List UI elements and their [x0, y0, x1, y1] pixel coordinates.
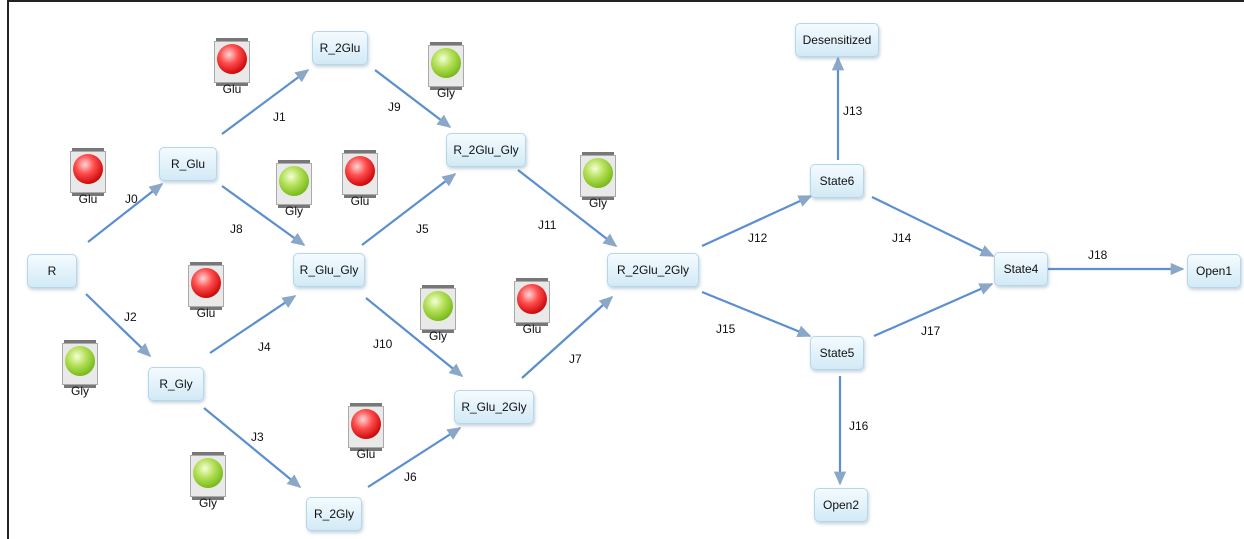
state-node-state6[interactable]: State6 [810, 164, 864, 198]
edge-label-j10: J10 [373, 337, 393, 351]
gly-ligand-marker[interactable]: Gly [418, 285, 458, 343]
ligand-label: Gly [199, 496, 217, 510]
gly-ligand-marker[interactable]: Gly [60, 340, 100, 398]
edge-j3[interactable] [203, 407, 302, 488]
edge-label-j8: J8 [230, 222, 243, 236]
ligand-label: Gly [589, 196, 607, 210]
glu-ligand-icon [70, 148, 106, 196]
state-node-r-2glu[interactable]: R_2Glu [312, 31, 368, 65]
edge-label-j4: J4 [258, 340, 271, 354]
edge-label-j12: J12 [748, 231, 768, 245]
glu-ligand-marker[interactable]: Glu [512, 278, 552, 336]
glu-ligand-marker[interactable]: Glu [346, 403, 386, 461]
state-node-r-glu[interactable]: R_Glu [159, 147, 217, 181]
edge-j14[interactable] [871, 196, 995, 257]
edge-label-j11: J11 [538, 218, 557, 232]
state-node-r-2glu-2gly[interactable]: R_2Glu_2Gly [607, 253, 699, 287]
edge-j0[interactable] [87, 183, 164, 243]
edge-j5[interactable] [361, 173, 457, 246]
edge-label-j17: J17 [921, 324, 941, 338]
ligand-label: Gly [437, 86, 455, 100]
ligand-label: Glu [222, 82, 242, 96]
glu-ligand-icon [188, 262, 224, 310]
ligand-label: Glu [196, 306, 216, 320]
gly-ligand-icon [190, 452, 226, 500]
edge-label-j18: J18 [1088, 248, 1108, 262]
state-node-r-2glu-gly[interactable]: R_2Glu_Gly [446, 133, 526, 167]
edge-label-j0: J0 [125, 192, 138, 206]
frame-border-top [8, 0, 1244, 2]
edge-j10[interactable] [365, 297, 464, 377]
glu-ligand-marker[interactable]: Glu [186, 262, 226, 320]
glu-ligand-icon [348, 403, 384, 451]
edge-label-j5: J5 [416, 222, 429, 236]
state-node-state4[interactable]: State4 [994, 252, 1048, 286]
edge-j1[interactable] [221, 69, 310, 135]
edge-label-j3: J3 [251, 430, 264, 444]
ligand-label: Glu [356, 447, 376, 461]
glu-ligand-marker[interactable]: Glu [340, 150, 380, 208]
edge-label-j13: J13 [843, 104, 863, 118]
edge-label-j16: J16 [849, 419, 869, 433]
edge-label-j6: J6 [404, 470, 417, 484]
edge-j12[interactable] [701, 195, 813, 247]
ligand-label: Glu [522, 322, 542, 336]
edge-label-j9: J9 [388, 100, 401, 114]
ligand-label: Gly [285, 204, 303, 218]
glu-ligand-icon [514, 278, 550, 326]
glu-ligand-icon [214, 38, 250, 86]
state-node-r-gly[interactable]: R_Gly [148, 367, 204, 401]
state-node-open1[interactable]: Open1 [1187, 254, 1241, 288]
ligand-label: Gly [429, 329, 447, 343]
edge-label-j15: J15 [716, 322, 736, 336]
state-node-r[interactable]: R [27, 254, 77, 288]
edge-label-j1: J1 [273, 110, 286, 124]
gly-ligand-icon [428, 42, 464, 90]
edge-j6[interactable] [367, 427, 462, 488]
glu-ligand-marker[interactable]: Glu [212, 38, 252, 96]
edge-j8[interactable] [221, 185, 306, 246]
gly-ligand-marker[interactable]: Gly [578, 152, 618, 210]
gly-ligand-marker[interactable]: Gly [426, 42, 466, 100]
state-node-state5[interactable]: State5 [810, 336, 864, 370]
frame-border-left [7, 0, 9, 539]
glu-ligand-marker[interactable]: Glu [68, 148, 108, 206]
gly-ligand-icon [62, 340, 98, 388]
edge-label-j7: J7 [569, 352, 582, 366]
edge-j11[interactable] [517, 169, 618, 247]
edge-j7[interactable] [521, 295, 614, 379]
ligand-label: Glu [78, 192, 98, 206]
state-node-desensitized[interactable]: Desensitized [795, 23, 879, 57]
state-node-r-2gly[interactable]: R_2Gly [306, 497, 362, 531]
glu-ligand-icon [342, 150, 378, 198]
edge-label-j2: J2 [124, 310, 137, 324]
gly-ligand-marker[interactable]: Gly [274, 160, 314, 218]
edge-j17[interactable] [873, 282, 994, 338]
gly-ligand-icon [276, 160, 312, 208]
state-node-open2[interactable]: Open2 [814, 488, 868, 522]
state-node-r-glu-gly[interactable]: R_Glu_Gly [293, 253, 365, 287]
gly-ligand-marker[interactable]: Gly [188, 452, 228, 510]
edge-j9[interactable] [374, 69, 452, 128]
edge-j15[interactable] [701, 290, 812, 338]
ligand-label: Glu [350, 194, 370, 208]
gly-ligand-icon [580, 152, 616, 200]
state-node-r-glu-2gly[interactable]: R_Glu_2Gly [454, 390, 534, 424]
edge-j4[interactable] [209, 295, 297, 354]
edge-j2[interactable] [85, 293, 152, 358]
ligand-label: Gly [71, 384, 89, 398]
edge-label-j14: J14 [892, 231, 912, 245]
gly-ligand-icon [420, 285, 456, 333]
